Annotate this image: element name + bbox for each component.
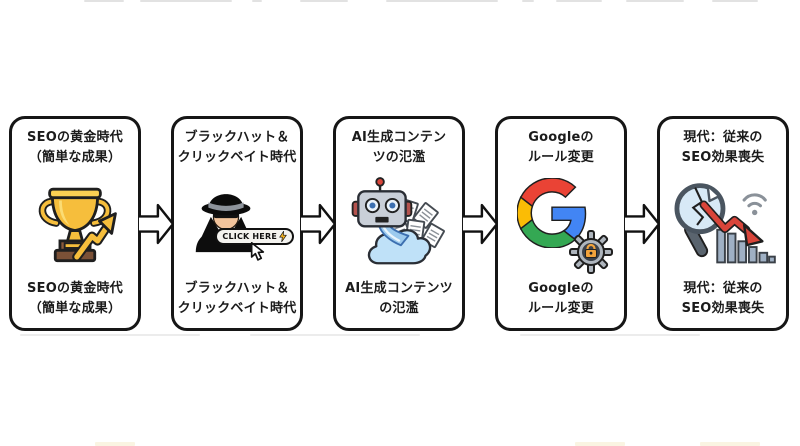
lightning-bolt-icon — [279, 231, 287, 243]
cursor-arrow-icon — [250, 242, 265, 262]
stage-box-golden-age: SEOの黄金時代 （簡単な成果） — [9, 116, 141, 331]
stage-box-blackhat: ブラックハット＆ クリックベイト時代 CLICK HERE — [171, 116, 303, 331]
crop-artifact — [522, 0, 534, 2]
stage-top-label: ブラックハット＆ クリックベイト時代 — [177, 130, 297, 166]
crop-artifact — [252, 0, 262, 2]
stage-bottom-label: AI生成コンテンツ の氾濫 — [345, 280, 453, 316]
flow-arrow-icon — [625, 203, 659, 244]
stage-top-label: SEOの黄金時代 （簡単な成果） — [27, 130, 123, 166]
flow-arrow-icon — [139, 203, 173, 244]
stage-top-label: 現代：従来の SEO効果喪失 — [681, 130, 765, 166]
stage-bottom-label: ブラックハット＆ クリックベイト時代 — [177, 280, 297, 316]
crop-artifact — [700, 442, 760, 446]
wifi-icon — [742, 192, 767, 215]
stage-bottom-label: SEOの黄金時代 （簡単な成果） — [27, 280, 123, 316]
robot-content-flood-icon — [351, 177, 445, 265]
crop-artifact — [386, 0, 498, 2]
crop-artifact — [626, 0, 684, 2]
stage-top-label: AI生成コンテン ツの氾濫 — [351, 130, 447, 166]
stage-icon-area — [340, 168, 458, 278]
stage-bottom-label: Googleの ルール変更 — [527, 280, 594, 316]
stage-box-ai-flood: AI生成コンテン ツの氾濫 — [333, 116, 465, 331]
stage-top-label: Googleの ルール変更 — [527, 130, 594, 166]
crop-artifact — [575, 442, 625, 446]
broken-magnifier-decline-icon — [674, 182, 776, 263]
crop-artifact — [84, 0, 124, 2]
crop-artifact — [712, 0, 758, 2]
flow-arrow-icon — [463, 203, 497, 244]
stage-bottom-label: 現代：従来の SEO効果喪失 — [681, 280, 765, 316]
stage-icon-area — [16, 168, 134, 278]
cloud-shape — [367, 229, 432, 265]
stage-icon-area: CLICK HERE — [178, 168, 296, 278]
crop-artifact — [556, 0, 602, 2]
crop-artifact — [250, 334, 420, 336]
crop-artifact — [140, 0, 232, 2]
crop-artifact — [300, 0, 348, 2]
click-here-button: CLICK HERE — [215, 228, 294, 246]
stage-icon-area — [664, 168, 782, 278]
crop-artifact — [20, 334, 200, 336]
trophy-growth-icon — [38, 187, 117, 262]
flow-row: SEOの黄金時代 （簡単な成果） — [9, 116, 789, 331]
stage-box-seo-decline: 現代：従来の SEO効果喪失 — [657, 116, 789, 331]
click-here-label: CLICK HERE — [222, 232, 277, 242]
stage-box-google-rules: Googleの ルール変更 — [495, 116, 627, 331]
crop-artifact — [520, 334, 700, 336]
google-logo-icon — [517, 177, 587, 248]
gear-lock-icon — [569, 229, 613, 274]
crop-artifact — [95, 442, 135, 446]
stage-icon-area — [502, 168, 620, 278]
flow-arrow-icon — [301, 203, 335, 244]
